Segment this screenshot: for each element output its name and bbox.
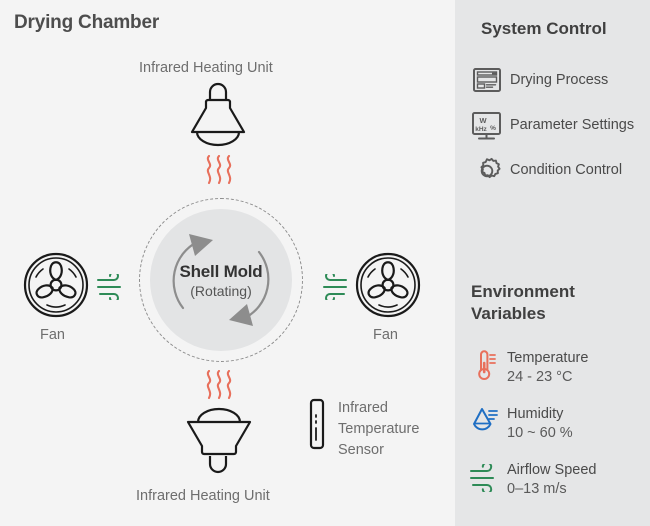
environment-variable-text: Temperature 24 - 23 °C: [507, 348, 588, 387]
system-control-item-condition-control[interactable]: Condition Control: [470, 154, 650, 188]
environment-variable-text: Humidity 10 ~ 60 %: [507, 404, 573, 443]
fan-left-icon: [23, 252, 89, 323]
shell-mold-name: Shell Mold: [179, 261, 263, 281]
gear-icon: [470, 154, 504, 188]
system-control-heading: System Control: [481, 19, 607, 38]
shell-mold-state: (Rotating): [190, 282, 252, 299]
infrared-heating-unit-bottom-icon: [182, 404, 256, 481]
monitor-dashboard-icon: [470, 64, 504, 98]
svg-text:kHz: kHz: [475, 126, 487, 133]
heat-wave-top-icon: [203, 154, 237, 190]
infrared-heating-unit-top-icon: [186, 82, 250, 153]
environment-variable-value: 24 - 23 °C: [507, 369, 573, 385]
fan-left-label: Fan: [40, 327, 65, 343]
monitor-parameters-icon: W kHz %: [470, 109, 504, 143]
airflow-right-icon: [316, 271, 348, 305]
heat-wave-bottom-icon: [203, 369, 237, 405]
system-control-item-label: Condition Control: [510, 162, 623, 178]
environment-variable-airflow-speed: Airflow Speed 0–13 m/s: [468, 460, 650, 499]
side-panel: System Control Dr: [455, 0, 650, 526]
infrared-temperature-sensor-icon: [308, 398, 328, 455]
svg-text:%: %: [490, 125, 496, 132]
heater-bottom-label: Infrared Heating Unit: [136, 488, 270, 504]
shell-mold-group: Shell Mold (Rotating): [139, 198, 303, 362]
svg-text:W: W: [479, 116, 487, 125]
environment-variable-value: 10 ~ 60 %: [507, 425, 573, 441]
environment-variable-temperature: Temperature 24 - 23 °C: [468, 348, 650, 387]
fan-right-label: Fan: [373, 327, 398, 343]
airflow-left-icon: [96, 271, 128, 305]
airflow-icon: [468, 460, 502, 496]
environment-variables-list: Temperature 24 - 23 °C: [468, 348, 650, 516]
system-control-item-parameter-settings[interactable]: W kHz % Parameter Settings: [470, 109, 650, 143]
infrared-temperature-sensor-label: Infrared Temperature Sensor: [338, 400, 420, 458]
environment-variable-name: Airflow Speed: [507, 462, 597, 478]
system-control-item-drying-process[interactable]: Drying Process: [470, 64, 650, 98]
system-control-item-label: Parameter Settings: [510, 117, 635, 133]
environment-variable-humidity: Humidity 10 ~ 60 %: [468, 404, 650, 443]
chamber-boundary: [139, 198, 303, 362]
environment-variable-value: 0–13 m/s: [507, 481, 567, 497]
system-control-list: Drying Process W kHz % Parameter Setting…: [470, 64, 650, 199]
chamber-panel: Drying Chamber Infrared Heating Unit: [14, 12, 421, 504]
humidity-droplet-icon: [468, 404, 502, 440]
thermometer-icon: [468, 348, 502, 384]
shell-mold-text: Shell Mold (Rotating): [139, 198, 303, 362]
system-control-item-label: Drying Process: [510, 72, 609, 88]
environment-variables-heading: Environment Variables: [471, 282, 575, 323]
heater-top-label: Infrared Heating Unit: [139, 60, 273, 76]
fan-right-icon: [355, 252, 421, 323]
environment-variable-name: Temperature: [507, 350, 589, 366]
page-title: Drying Chamber: [14, 12, 160, 33]
rotation-arrows-icon: [172, 234, 270, 326]
environment-variable-name: Humidity: [507, 406, 564, 422]
environment-variable-text: Airflow Speed 0–13 m/s: [507, 460, 596, 499]
